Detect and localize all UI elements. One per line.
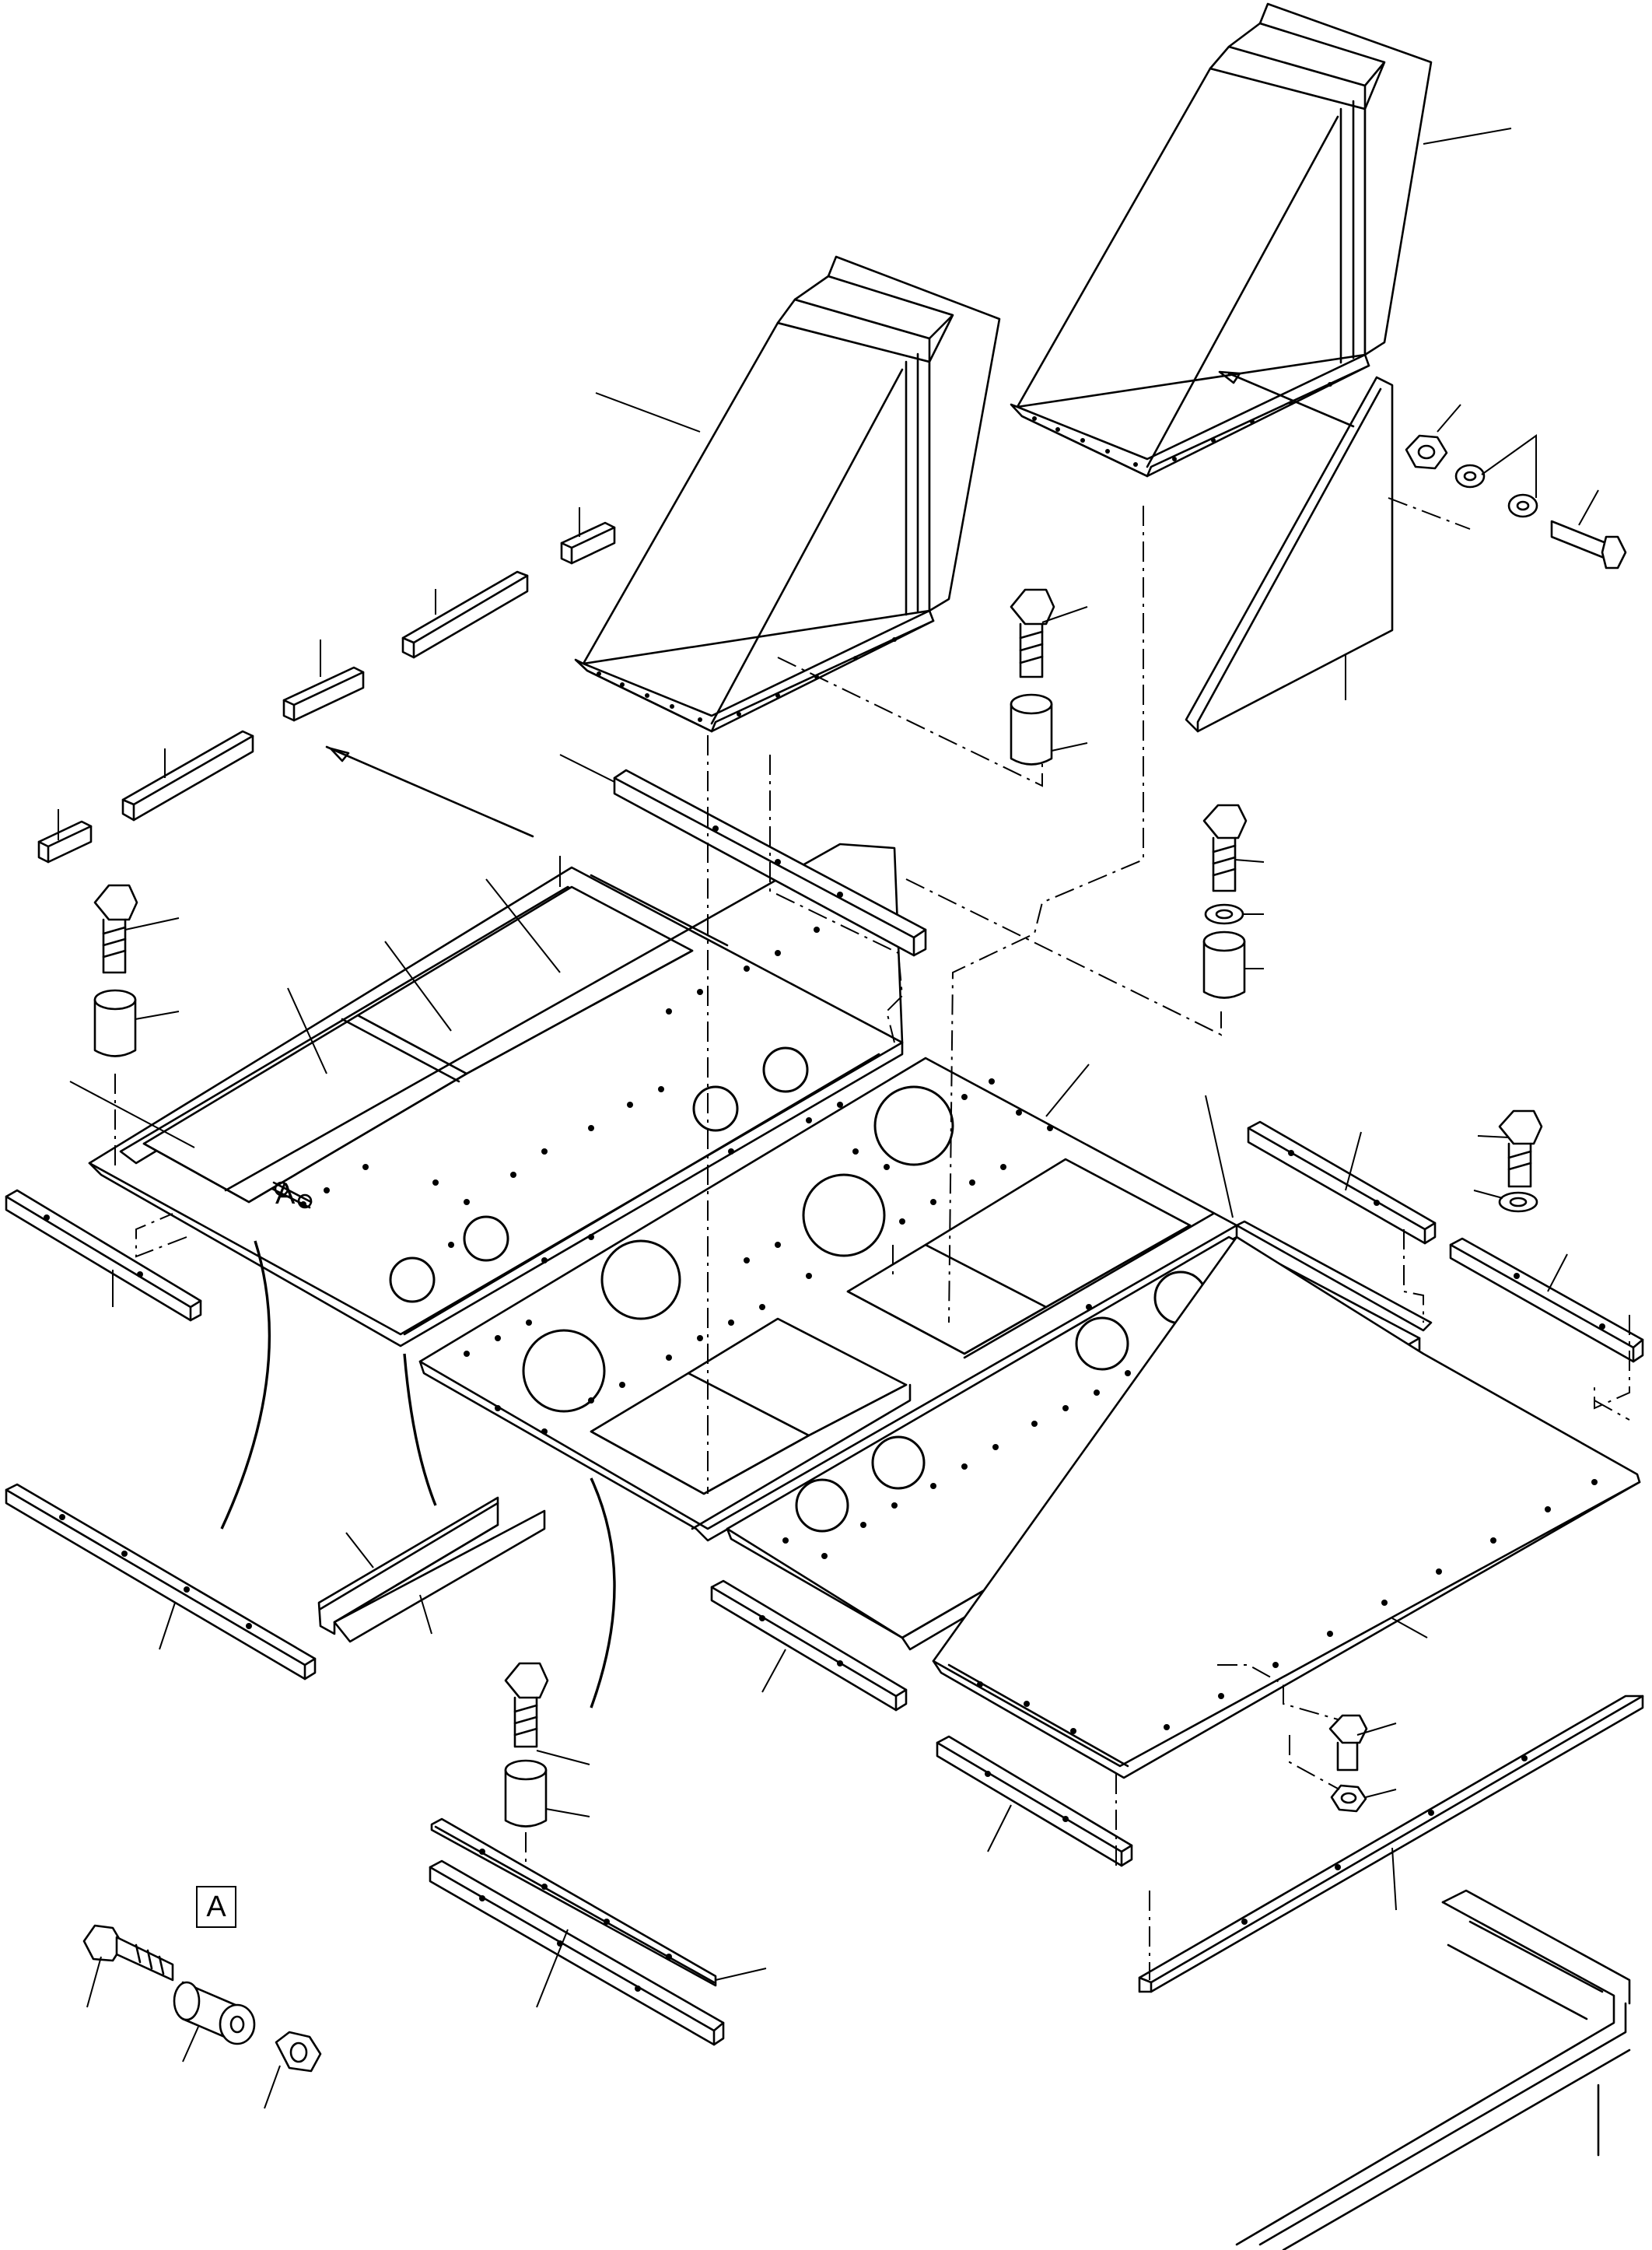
triangular-side-plate <box>1185 376 1394 733</box>
filler-blocks-row <box>37 507 616 864</box>
right-upper-panel <box>1205 1095 1433 1332</box>
panel-holes <box>464 1078 1053 1435</box>
far-right-plate <box>932 1235 1641 1779</box>
upper-right-duct <box>1010 2 1512 478</box>
bolt-washer-spacer-set-right <box>1202 804 1265 999</box>
plate-holes <box>977 1479 1598 1734</box>
detail-a-reference-label: A <box>275 1178 296 1211</box>
bolt-spacer-lower-center <box>504 1662 590 1828</box>
bolt-spacer-set-left <box>93 884 180 1057</box>
curved-callout-lines <box>220 1240 616 1709</box>
bolt-washer-right-lower <box>1473 1109 1543 1213</box>
detail-a-hardware <box>82 1924 322 2109</box>
detail-a-box-label: A <box>196 1886 236 1928</box>
upper-center-duct <box>574 255 1001 733</box>
center-frame-panel <box>418 1057 1238 1542</box>
panel-holes <box>300 911 855 1263</box>
bolt-nut-lower-right <box>1328 1714 1397 1813</box>
bolt-spacer-set-center <box>1010 588 1088 766</box>
rail-bars <box>5 1120 1644 2046</box>
nut-washers-bolt-right <box>1405 404 1627 570</box>
alignment-lines <box>114 370 1630 1980</box>
base-frame-corner <box>1235 1889 1631 2250</box>
left-frame-panel <box>69 843 904 1348</box>
duct-flange-holes <box>1032 382 1332 467</box>
